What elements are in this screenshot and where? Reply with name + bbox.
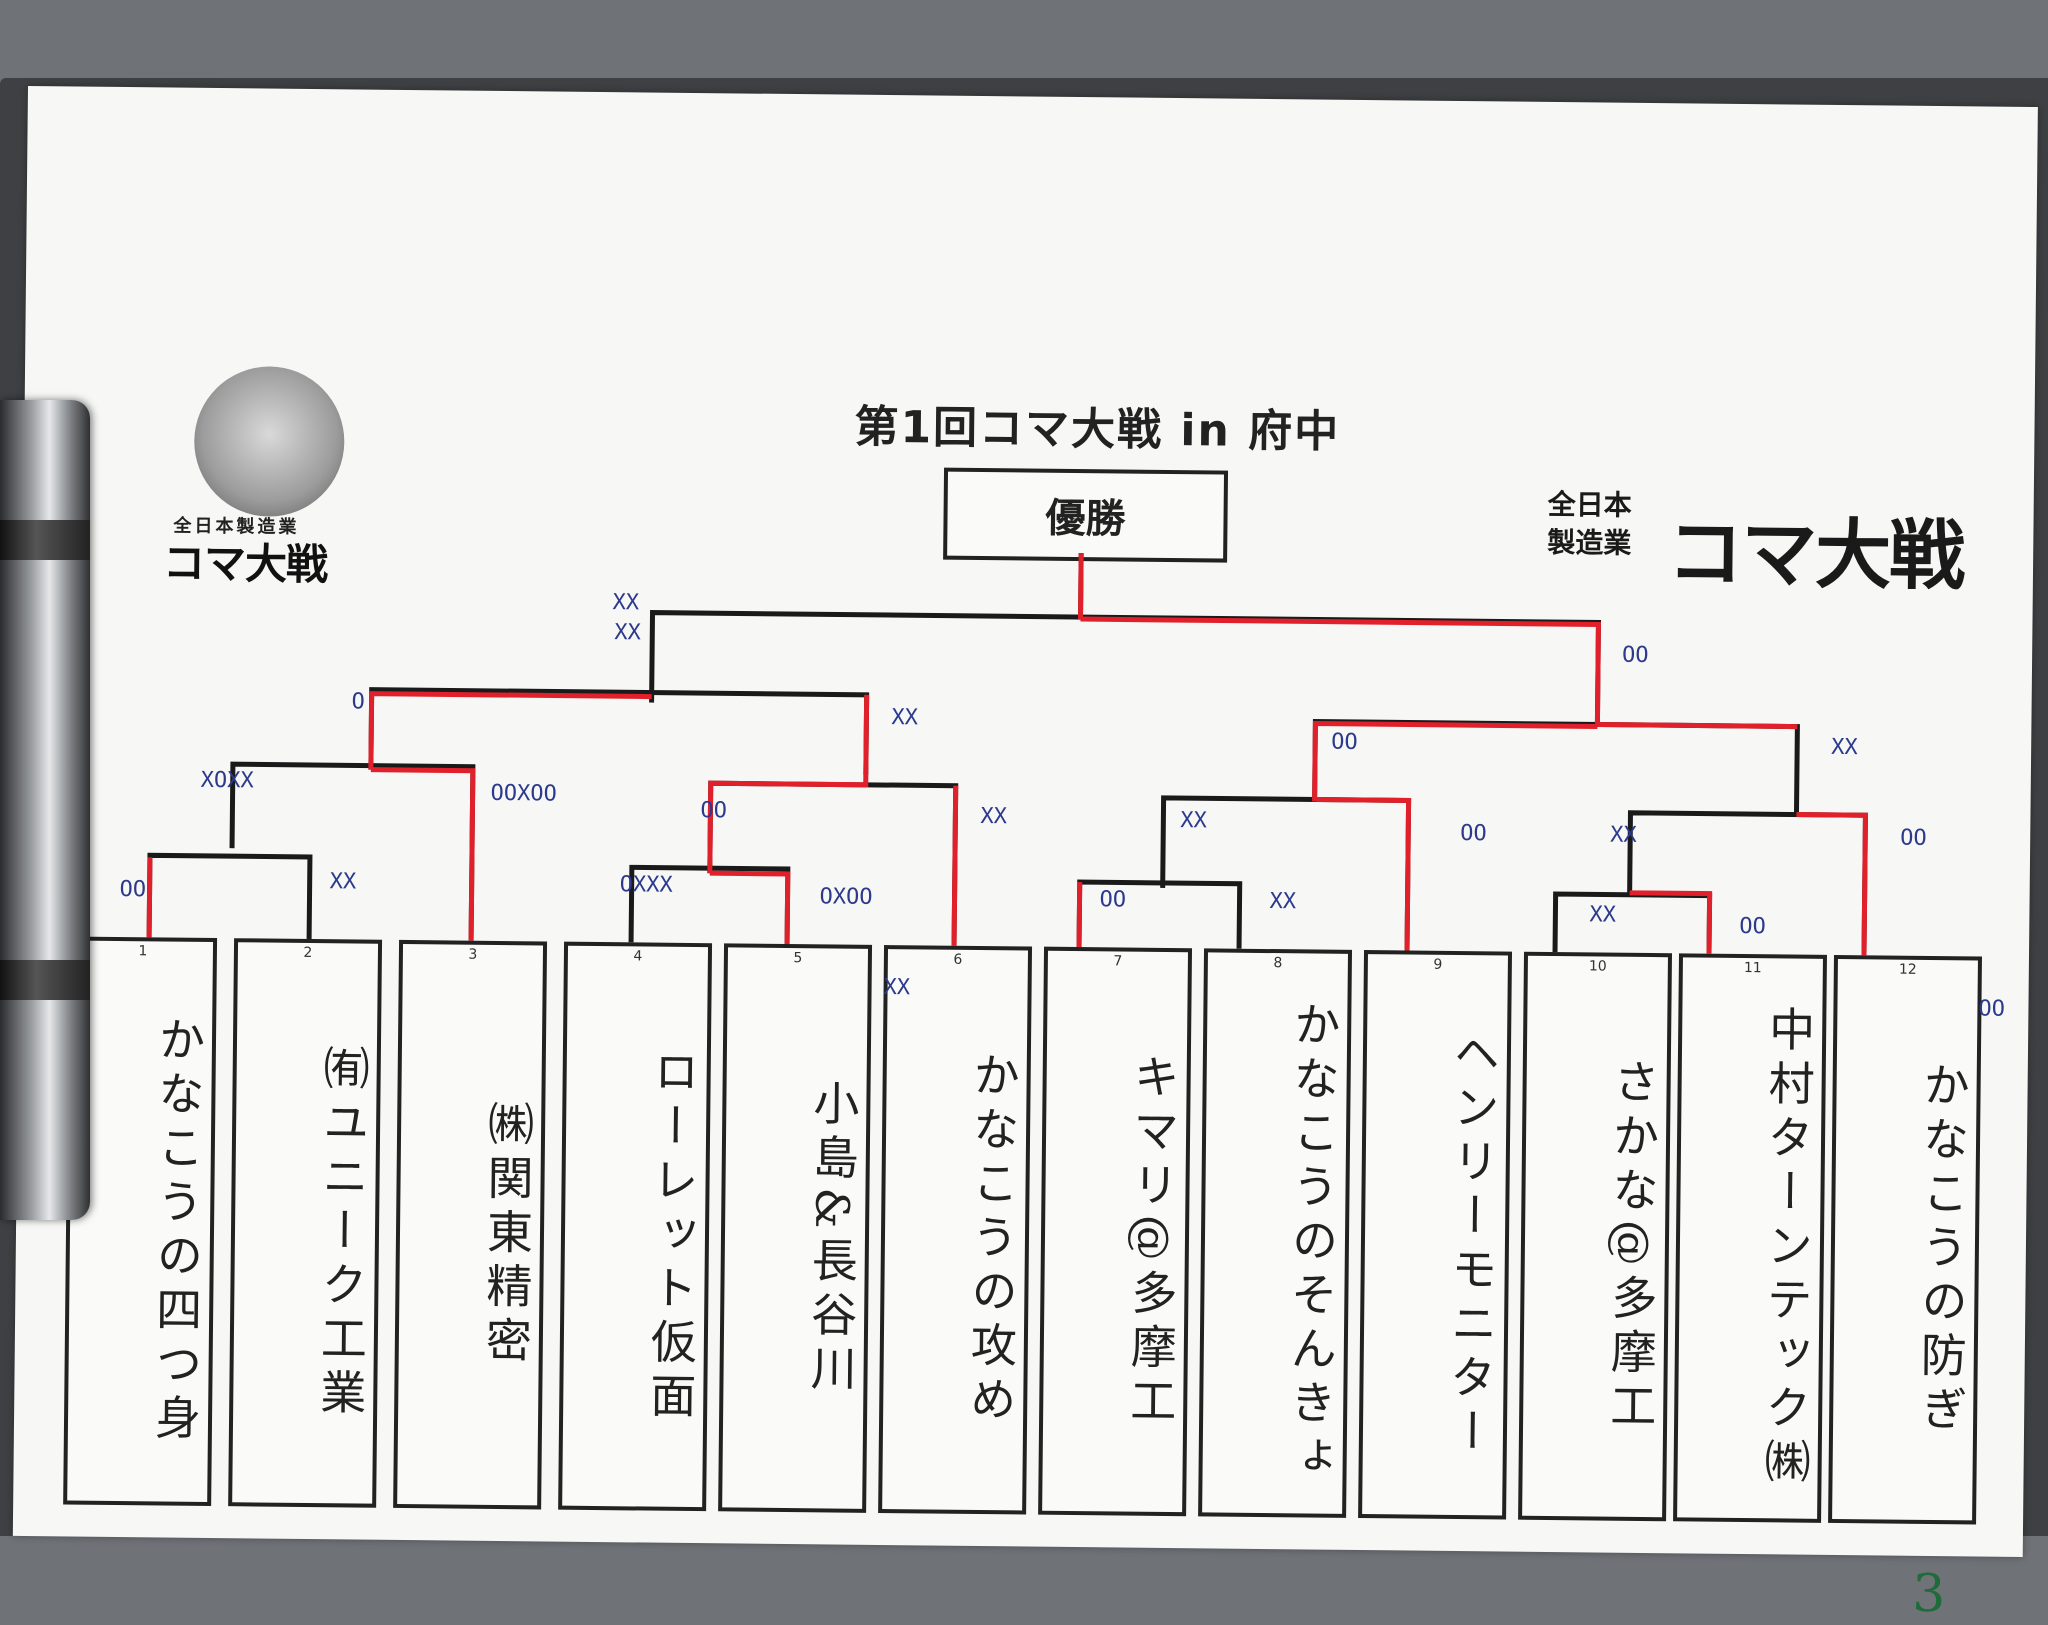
entry-card-12: 12 かなこうの防ぎ bbox=[1828, 954, 1982, 1525]
clip-band bbox=[0, 960, 90, 1000]
entry-name: ㈱関東精密 bbox=[478, 1099, 536, 1371]
entry-number: 2 bbox=[303, 944, 313, 962]
result-mark: XX bbox=[1831, 734, 1858, 761]
entry-name: かなこうの攻め bbox=[962, 1050, 1021, 1430]
result-mark: OOXOO bbox=[490, 780, 557, 807]
result-mark: OO bbox=[1460, 821, 1487, 847]
result-mark: XX bbox=[1610, 822, 1637, 848]
result-mark: XX bbox=[1269, 889, 1297, 915]
entry-card-4: 4 ローレット仮面 bbox=[558, 941, 713, 1512]
entry-card-10: 10 さかな@多摩工 bbox=[1518, 951, 1673, 1522]
result-mark: OO bbox=[700, 798, 728, 824]
entry-card-11: 11 中村ターンテック㈱ bbox=[1673, 953, 1827, 1523]
result-mark: XX bbox=[883, 975, 911, 1001]
result-mark: OO bbox=[1900, 825, 1927, 851]
entry-card-7: 7 キマリ@多摩工 bbox=[1038, 946, 1193, 1517]
entry-number: 4 bbox=[633, 948, 643, 965]
entry-number: 8 bbox=[1273, 955, 1283, 972]
entry-number: 3 bbox=[468, 946, 478, 963]
clip-band bbox=[0, 520, 90, 560]
entry-name: かなこうの防ぎ bbox=[1912, 1060, 1971, 1440]
entry-name: ㈲ユニーク工業 bbox=[313, 1044, 371, 1423]
result-mark: OO bbox=[1331, 729, 1358, 755]
entry-number: 10 bbox=[1588, 958, 1607, 975]
entry-card-9: 9 ヘンリーモニター bbox=[1358, 950, 1513, 1520]
entry-card-5: 5 小島&長谷川 bbox=[718, 943, 873, 1513]
result-mark: OO bbox=[1739, 913, 1766, 940]
result-mark: XOXX bbox=[200, 767, 254, 794]
entry-name: キマリ@多摩工 bbox=[1122, 1052, 1181, 1432]
result-mark: XX bbox=[614, 620, 641, 646]
entry-number: 11 bbox=[1743, 960, 1762, 977]
tournament-sheet: 全日本製造業 コマ大戦 第1回コマ大戦 in 府中 優勝 全日本製造業 コマ大戦 bbox=[12, 86, 2038, 1624]
binder-clip bbox=[0, 400, 90, 1220]
page-number: 3 bbox=[1911, 1563, 1946, 1625]
result-mark: OO bbox=[1621, 642, 1649, 669]
entry-card-2: 2 ㈲ユニーク工業 bbox=[228, 938, 383, 1508]
result-mark: OO bbox=[1099, 887, 1127, 913]
entry-name: 中村ターンテック㈱ bbox=[1757, 1005, 1817, 1492]
result-mark: XX bbox=[891, 705, 919, 731]
result-mark: OO bbox=[119, 877, 147, 903]
result-mark: O bbox=[351, 689, 365, 715]
entry-name: ヘンリーモニター bbox=[1442, 1028, 1502, 1462]
bracket-lines bbox=[146, 553, 1868, 956]
entry-card-6: 6 かなこうの攻め bbox=[878, 945, 1033, 1515]
entry-card-3: 3 ㈱関東精密 bbox=[393, 939, 548, 1510]
result-mark: OXOO bbox=[819, 884, 873, 910]
result-mark: OXXX bbox=[619, 872, 673, 898]
result-mark: XX bbox=[1589, 902, 1617, 928]
result-mark: XX bbox=[329, 869, 357, 895]
result-mark: XX bbox=[980, 804, 1008, 830]
winner-path bbox=[146, 553, 1868, 956]
bracket-structure bbox=[146, 553, 1868, 956]
entry-number: 5 bbox=[793, 950, 803, 967]
entry-number: 7 bbox=[1113, 953, 1123, 970]
entry-card-8: 8 かなこうのそんきょ bbox=[1198, 948, 1353, 1518]
entry-number: 12 bbox=[1898, 961, 1917, 978]
entry-name: かなこうのそんきょ bbox=[1282, 1000, 1342, 1487]
result-mark: XX bbox=[612, 590, 640, 616]
entry-name: 小島&長谷川 bbox=[803, 1078, 861, 1399]
entry-number: 6 bbox=[953, 951, 963, 968]
result-mark: OO bbox=[1978, 996, 2006, 1022]
entry-number: 1 bbox=[138, 943, 148, 960]
result-mark: XX bbox=[1180, 808, 1207, 834]
entry-number: 9 bbox=[1433, 956, 1443, 973]
entry-name: ローレット仮面 bbox=[643, 1047, 701, 1427]
entry-name: さかな@多摩工 bbox=[1602, 1057, 1661, 1437]
